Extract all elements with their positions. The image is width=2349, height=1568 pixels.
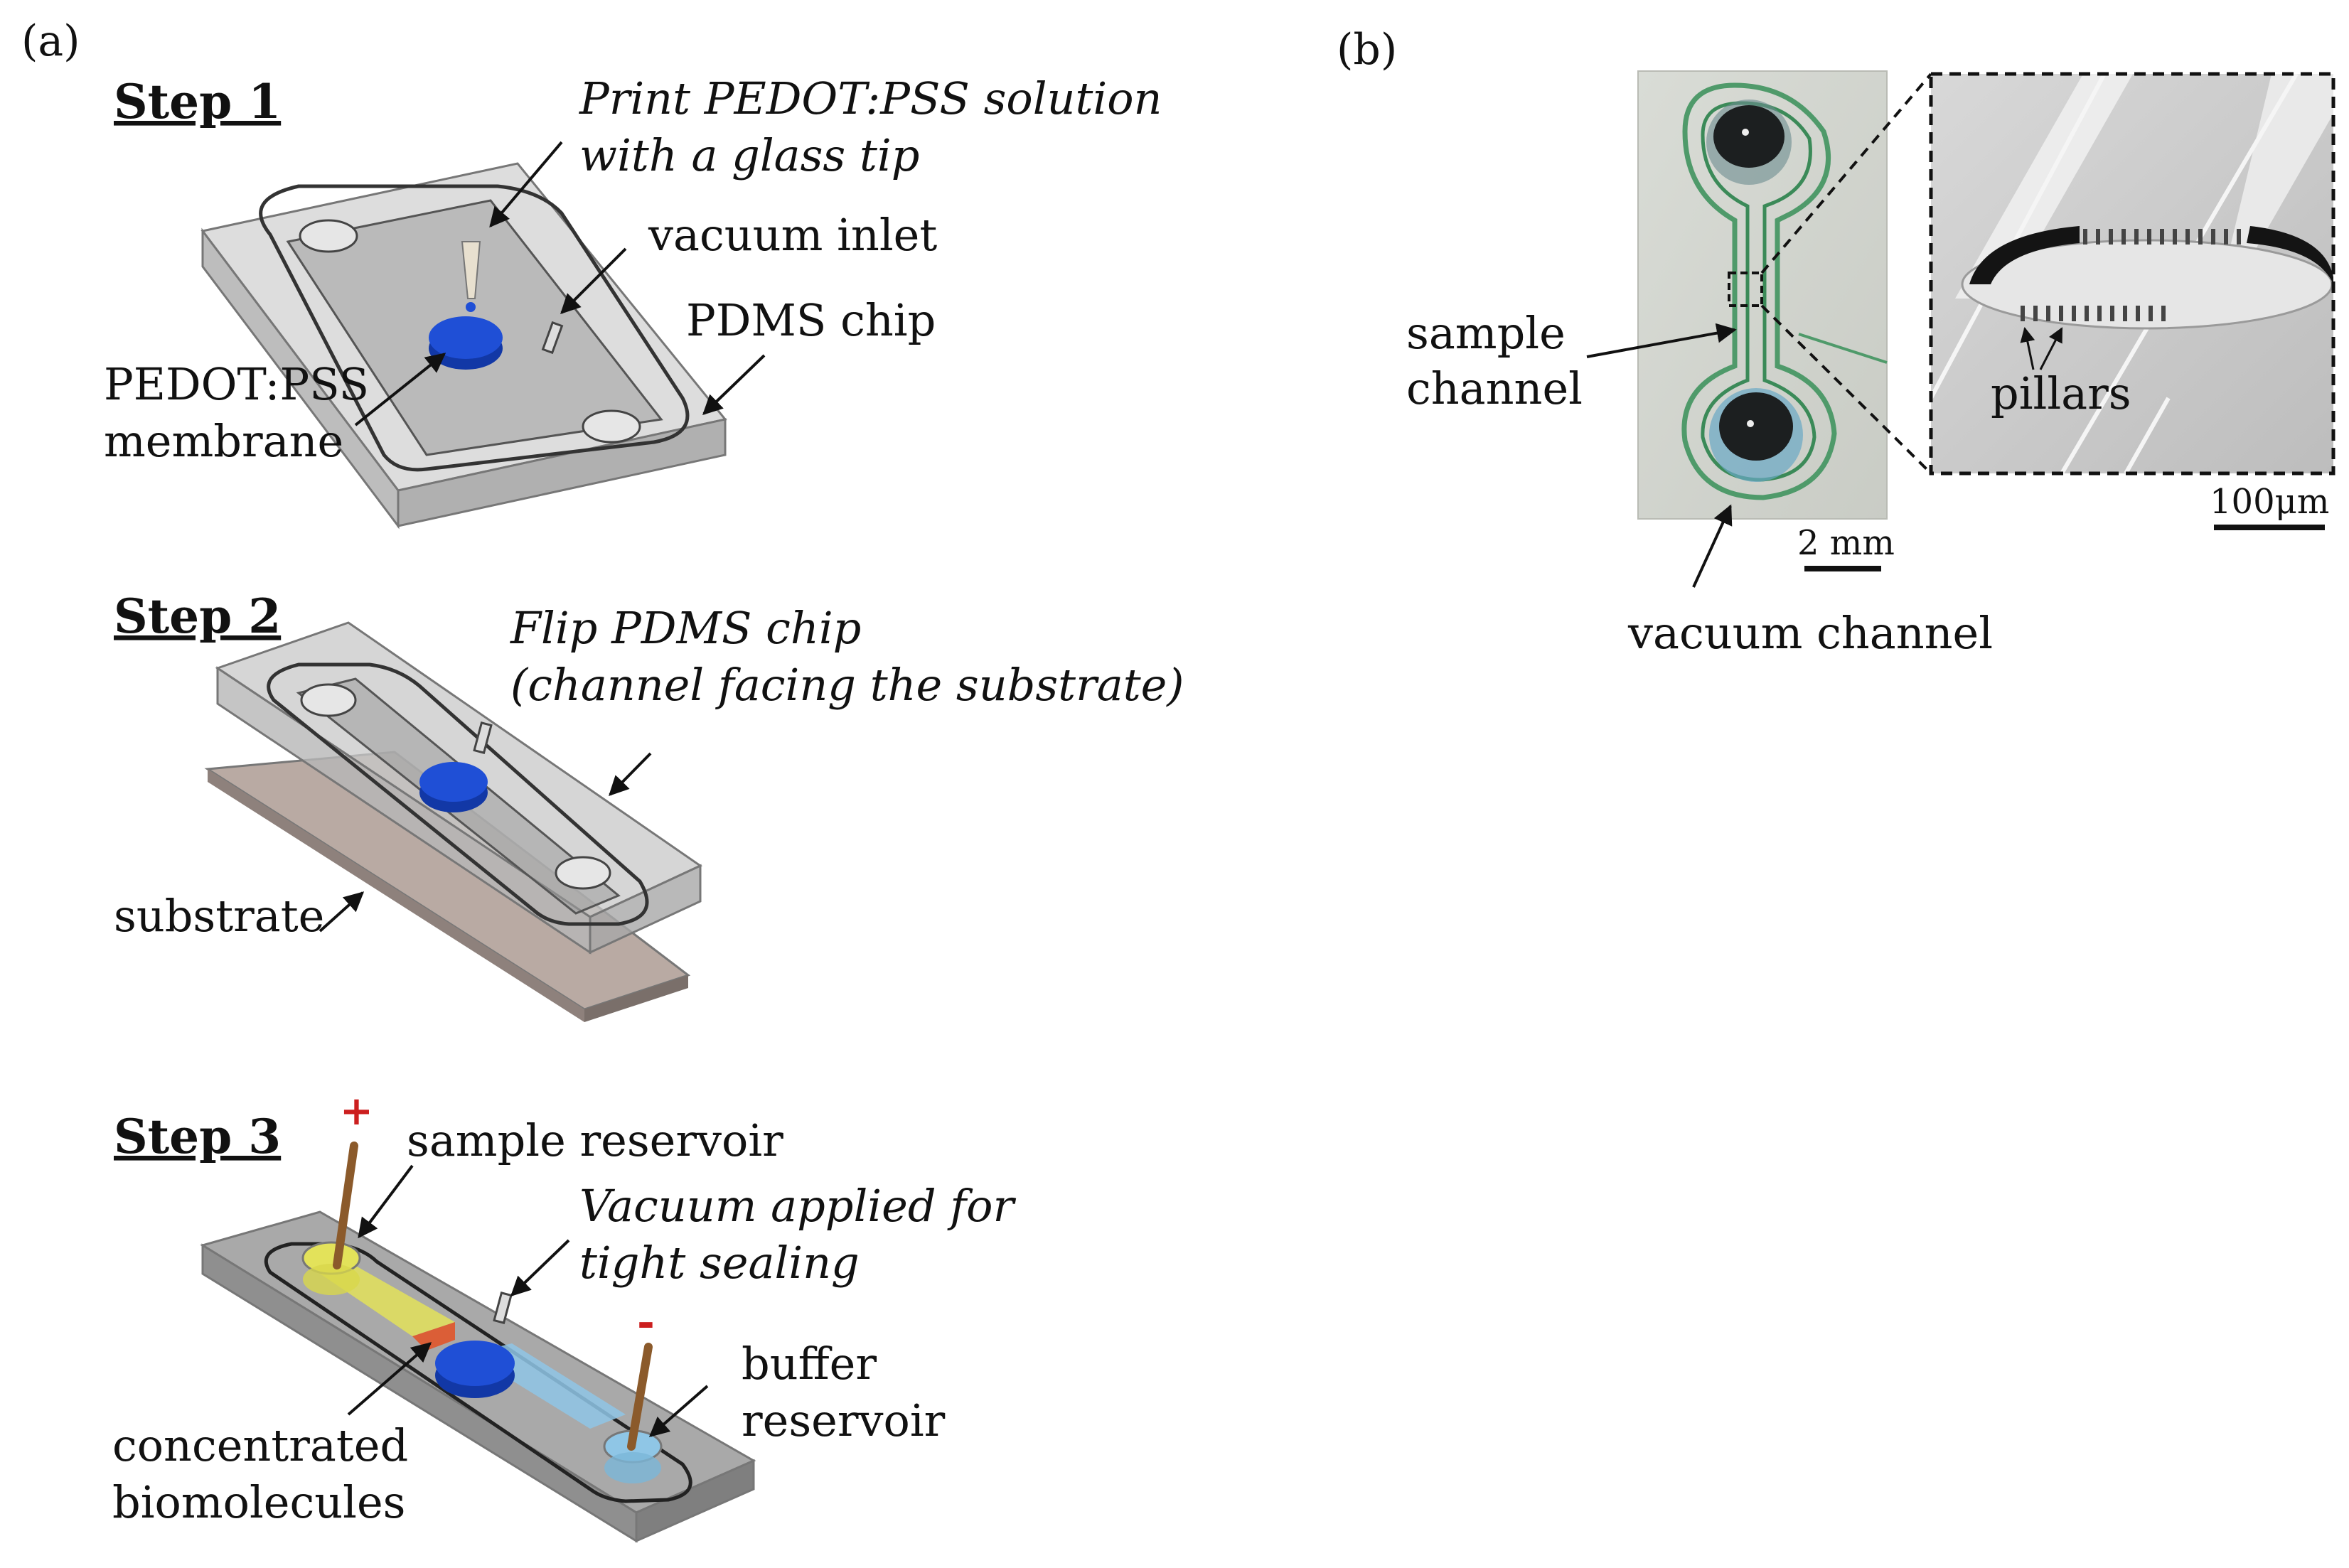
arrow-pdms-flip — [609, 752, 652, 796]
arrow-substrate — [319, 891, 365, 933]
step2-pdms-chip — [215, 621, 703, 955]
step2-note-line1: Flip PDMS chip — [510, 602, 861, 654]
step3-title: Step 3 — [114, 1109, 281, 1164]
step2-title: Step 2 — [114, 589, 281, 644]
step1-note-line2: with a glass tip — [579, 129, 919, 181]
arrow-pdms-chip — [702, 354, 766, 415]
concentrated-label-line1: concentrated — [112, 1419, 408, 1471]
sem-image — [1929, 72, 2335, 476]
cathode-electrode — [627, 1343, 653, 1451]
sample-channel-line2: channel — [1406, 363, 1583, 414]
arrow-vacuum-seal — [510, 1239, 570, 1296]
pillars-label: pillars — [1991, 367, 2131, 419]
step3-note-line1: Vacuum applied for — [579, 1180, 1016, 1232]
panel-a-label: (a) — [21, 16, 80, 66]
sem-scale-bar — [2214, 525, 2325, 530]
step1-title: Step 1 — [114, 74, 281, 129]
vacuum-channel-label: vacuum channel — [1627, 607, 1993, 659]
device-photo — [1637, 70, 1888, 520]
membrane-label-line1: PEDOT:PSS — [104, 358, 369, 410]
minus-sign: - — [637, 1297, 655, 1347]
panel-b-label: (b) — [1337, 25, 1397, 75]
pillar-row-bottom — [2021, 306, 2166, 321]
sample-channel-line1: sample — [1406, 307, 1566, 359]
zoom-line-top — [1760, 73, 1932, 274]
buffer-label-line1: buffer — [742, 1338, 877, 1390]
arrow-sample-channel — [1586, 323, 1737, 358]
arrow-glass-tip — [489, 141, 563, 228]
photo-scale-label: 2 mm — [1797, 523, 1895, 563]
pillar-row-top — [2083, 229, 2241, 245]
arrow-sample-reservoir — [358, 1164, 414, 1239]
buffer-label-line2: reservoir — [742, 1395, 946, 1446]
arrow-buffer-reservoir — [648, 1385, 709, 1437]
step1-pedot-membrane — [429, 316, 503, 370]
substrate-label: substrate — [114, 890, 324, 942]
arrow-pillar-2 — [2039, 327, 2063, 370]
membrane-label-line2: membrane — [104, 415, 343, 467]
plus-sign: + — [340, 1088, 373, 1134]
sample-reservoir-label: sample reservoir — [407, 1115, 783, 1166]
vacuum-inlet-label: vacuum inlet — [648, 209, 937, 261]
step1-note-line1: Print PEDOT:PSS solution — [579, 73, 1162, 124]
sem-scale-label: 100μm — [2210, 482, 2329, 522]
step3-note-line2: tight sealing — [579, 1237, 860, 1289]
step2-note-line2: (channel facing the substrate) — [510, 659, 1184, 711]
photo-scale-bar — [1804, 566, 1881, 571]
arrow-pillar-1 — [2020, 326, 2035, 370]
zoom-region-box — [1728, 272, 1763, 307]
arrow-concentrated — [347, 1342, 432, 1416]
concentrated-label-line2: biomolecules — [112, 1476, 405, 1528]
arrow-vacuum-channel — [1692, 504, 1733, 588]
anode-electrode — [333, 1142, 358, 1269]
substrate — [204, 751, 691, 1022]
pdms-chip-label: PDMS chip — [686, 294, 936, 346]
ink-droplet — [466, 302, 476, 312]
step3-device — [200, 1210, 756, 1543]
arrow-membrane — [354, 353, 446, 426]
zoom-line-bottom — [1760, 304, 1932, 475]
arrow-vacuum-inlet — [560, 247, 627, 314]
glass-tip — [461, 241, 481, 299]
